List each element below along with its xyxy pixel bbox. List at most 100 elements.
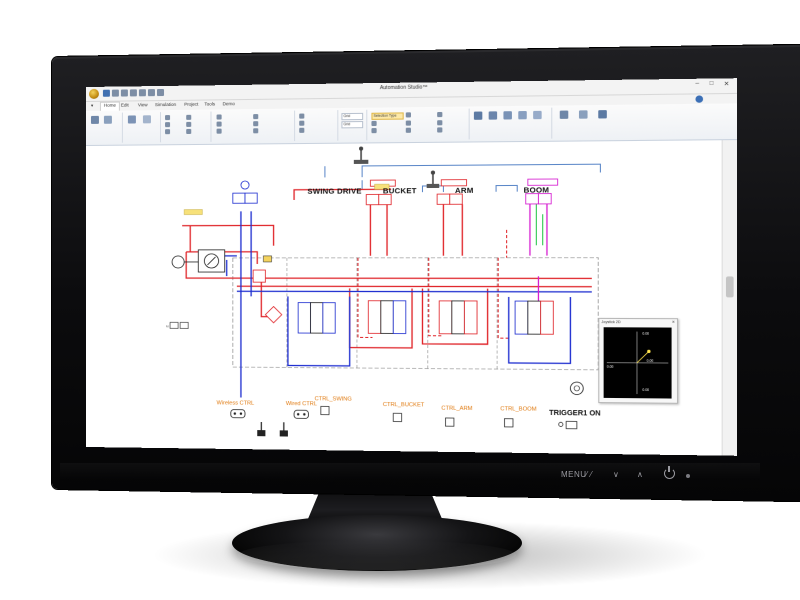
- tab-simulation[interactable]: Simulation: [154, 101, 177, 108]
- help-icon[interactable]: [695, 95, 704, 103]
- power-led: [686, 474, 690, 478]
- simulation-icon[interactable]: [503, 111, 512, 120]
- tab-tools[interactable]: Tools: [204, 101, 216, 107]
- tab-file[interactable]: ▾: [90, 102, 94, 108]
- small-icon[interactable]: [186, 121, 192, 127]
- wireless-controller-icon[interactable]: [231, 410, 245, 418]
- small-icon[interactable]: [165, 129, 171, 135]
- simulation-icon[interactable]: [473, 111, 483, 120]
- small-icon[interactable]: [186, 114, 192, 120]
- simulation-icon[interactable]: [533, 110, 542, 120]
- schematic-canvas[interactable]: SWING DRIVE BUCKET ARM BOOM M Wireless C…: [86, 140, 722, 456]
- small-icon[interactable]: [253, 114, 259, 120]
- small-icon[interactable]: [405, 127, 411, 133]
- monitor-chin: [60, 463, 760, 481]
- small-icon[interactable]: [253, 121, 259, 127]
- monitor-down-button[interactable]: ∨: [613, 470, 620, 479]
- filter[interactable]: [265, 307, 281, 323]
- trigger-switch-icon[interactable]: [559, 421, 577, 428]
- small-icon[interactable]: [371, 128, 377, 134]
- power-icon[interactable]: [664, 466, 675, 479]
- wired-controller-icon[interactable]: [294, 410, 308, 418]
- component-icon[interactable]: [103, 115, 112, 124]
- bucket-directional-valve[interactable]: [368, 301, 405, 334]
- tab-project[interactable]: Project: [184, 101, 199, 107]
- small-icon[interactable]: [165, 122, 171, 128]
- ribbon-group-export: [553, 107, 631, 139]
- hydraulic-pump[interactable]: [198, 250, 224, 272]
- arm-control-signal[interactable]: [446, 418, 454, 426]
- trigger-status-label: TRIGGER1 ON: [549, 409, 601, 418]
- small-check-valve[interactable]: [170, 322, 188, 328]
- yellow-note[interactable]: [375, 184, 390, 189]
- small-icon[interactable]: [253, 128, 259, 134]
- bucket-control-signal[interactable]: [393, 413, 401, 421]
- simulation-icon[interactable]: [488, 111, 498, 120]
- joystick-readout: 0.00: [642, 387, 650, 393]
- joystick-pad[interactable]: 0.00 0.00 0.00 0.00: [603, 327, 672, 399]
- joystick-icon[interactable]: [353, 146, 369, 164]
- small-icon[interactable]: [299, 127, 305, 133]
- yellow-note[interactable]: [184, 210, 202, 215]
- small-icon[interactable]: [299, 113, 305, 119]
- swing-motor-valve[interactable]: [233, 181, 257, 203]
- trigger-indicator-icon[interactable]: [570, 382, 583, 395]
- small-icon[interactable]: [165, 115, 171, 121]
- tab-edit[interactable]: Edit: [120, 102, 129, 108]
- motor-label: M: [166, 324, 169, 329]
- boom-directional-valve[interactable]: [515, 301, 553, 334]
- maximize-icon[interactable]: □: [709, 80, 714, 87]
- small-icon[interactable]: [437, 120, 443, 126]
- monitor-brightness-button[interactable]: ⁄ ⁄: [586, 470, 593, 479]
- monitor-up-button[interactable]: ∧: [637, 470, 644, 479]
- hand-lever-icon[interactable]: [257, 422, 266, 437]
- arm-cylinder-valve[interactable]: [437, 180, 466, 205]
- vertical-scrollbar[interactable]: [721, 140, 737, 456]
- small-icon[interactable]: [405, 112, 411, 118]
- component-explorer-icon[interactable]: [142, 115, 151, 124]
- small-icon[interactable]: [216, 114, 222, 120]
- selection-type-combo[interactable]: Selection Type: [371, 112, 404, 120]
- close-icon[interactable]: ✕: [723, 81, 730, 88]
- ctrl-swing-label: CTRL_SWING: [314, 396, 352, 403]
- simulation-icon[interactable]: [518, 111, 527, 120]
- paste-icon[interactable]: [90, 115, 99, 124]
- library-explorer-icon[interactable]: [127, 115, 136, 124]
- hand-lever-icon[interactable]: [279, 422, 288, 437]
- ctrl-boom-label: CTRL_BOOM: [500, 406, 537, 413]
- accumulator[interactable]: [263, 256, 271, 262]
- joystick-2d-panel[interactable]: Joystick 2D × 0.00 0.00 0.00 0.00: [598, 317, 679, 404]
- small-icon[interactable]: [216, 128, 222, 134]
- monitor-stand-base: [232, 515, 522, 571]
- small-icon[interactable]: [216, 121, 222, 127]
- tab-demo[interactable]: Demo: [222, 101, 235, 107]
- joystick-icon[interactable]: [426, 170, 440, 189]
- export-icon[interactable]: [559, 110, 569, 119]
- small-icon[interactable]: [437, 127, 443, 133]
- grid-combo[interactable]: Grid: [341, 121, 364, 129]
- relief-valve[interactable]: [253, 270, 265, 282]
- small-icon[interactable]: [371, 120, 377, 127]
- small-icon[interactable]: [405, 120, 411, 126]
- boom-control-signal[interactable]: [505, 419, 513, 427]
- small-icon[interactable]: [437, 111, 443, 118]
- swing-directional-valve[interactable]: [298, 303, 335, 334]
- tab-view[interactable]: View: [137, 102, 148, 108]
- minimize-icon[interactable]: –: [695, 80, 700, 88]
- publish-icon[interactable]: [598, 110, 607, 119]
- monitor-screen: Automation Studio™ – □ ✕ ▾ Home Edit Vie…: [86, 78, 737, 456]
- close-icon[interactable]: ×: [671, 319, 675, 325]
- arm-directional-valve[interactable]: [439, 301, 477, 334]
- import-icon[interactable]: [578, 110, 588, 119]
- section-title-swing: SWING DRIVE: [307, 186, 362, 196]
- swing-control-signal[interactable]: [321, 406, 329, 414]
- monitor-menu-button[interactable]: MENU: [561, 470, 587, 479]
- scrollbar-thumb[interactable]: [725, 276, 734, 298]
- small-icon[interactable]: [186, 128, 192, 135]
- hydraulic-circuit-diagram: [86, 146, 722, 437]
- electric-motor[interactable]: [172, 256, 198, 268]
- ribbon-caption: [553, 137, 631, 139]
- zoom-combo[interactable]: Grid: [341, 112, 364, 121]
- small-icon[interactable]: [299, 120, 305, 126]
- bucket-cylinder-valve[interactable]: [366, 180, 395, 205]
